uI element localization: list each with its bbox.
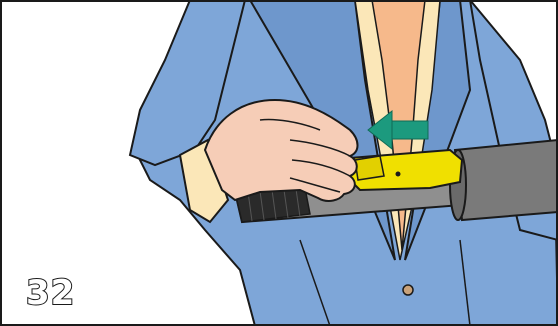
yellow-clip-tab xyxy=(355,156,384,180)
tube-large xyxy=(455,140,558,220)
jacket-button xyxy=(403,285,413,295)
step-number: 32 xyxy=(26,276,75,310)
yellow-clip-hole xyxy=(396,172,401,177)
